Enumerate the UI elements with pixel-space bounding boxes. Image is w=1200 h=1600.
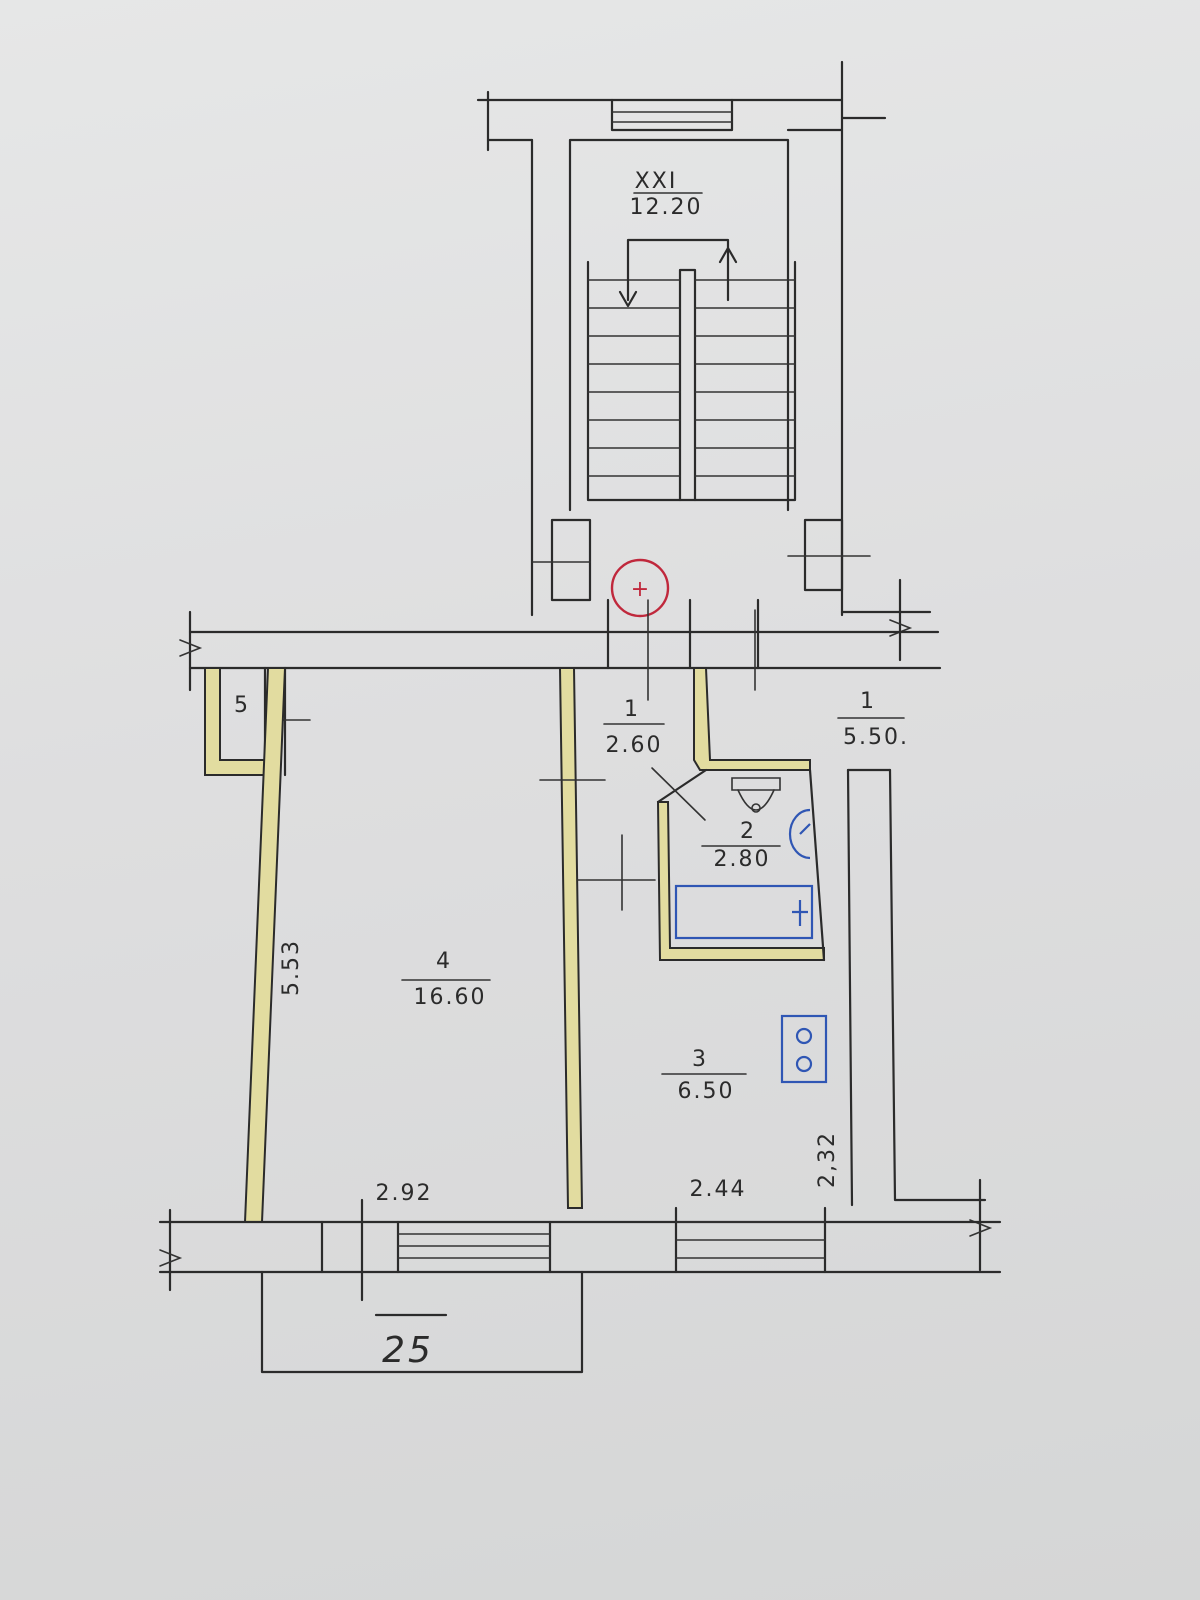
dimension-room3-window: 2.44	[690, 1177, 747, 1202]
room-2-area: 2.80	[714, 847, 771, 872]
bathtub-icon	[674, 884, 814, 940]
exterior-walls	[158, 598, 1002, 1374]
room-2-label: 2 2.80	[701, 819, 781, 872]
room-4-area: 16.60	[414, 985, 487, 1010]
washbasin-icon	[788, 808, 811, 860]
room-1b-area: 5.50.	[843, 725, 909, 750]
room-4-number: 4	[436, 949, 452, 974]
dimension-balcony-width: 25	[382, 1330, 434, 1371]
room4-right-partition	[558, 667, 584, 1209]
stair-area: 12.20	[630, 195, 703, 220]
room-1-number: 1	[624, 697, 640, 722]
room-3-label: 3 6.50	[661, 1047, 747, 1104]
dimension-room4-length: 5.53	[279, 939, 304, 996]
dimension-room3-side: 2,32	[815, 1131, 840, 1188]
room-1b-number: 1	[860, 689, 876, 714]
stove-icon	[780, 1014, 828, 1084]
room-1-label: 1 2.60	[603, 697, 665, 758]
room-4-label: 4 16.60	[401, 949, 491, 1010]
room-2-number: 2	[740, 819, 756, 844]
room-5-label: 5	[234, 693, 250, 718]
room-1b-label: 1 5.50.	[837, 689, 909, 750]
toilet-icon	[731, 777, 781, 813]
stamp-text: +	[631, 577, 649, 602]
stamp-circle	[610, 558, 670, 618]
dimension-room4-window: 2.92	[376, 1181, 433, 1206]
room-3-area: 6.50	[678, 1079, 735, 1104]
stair-number: XXI	[635, 169, 678, 194]
room-5-number: 5	[234, 693, 250, 718]
room-1-area: 2.60	[606, 733, 663, 758]
staircase-block: XXI 12.20 +	[476, 60, 932, 662]
balcony-outline	[260, 1270, 584, 1374]
room-3-number: 3	[692, 1047, 708, 1072]
